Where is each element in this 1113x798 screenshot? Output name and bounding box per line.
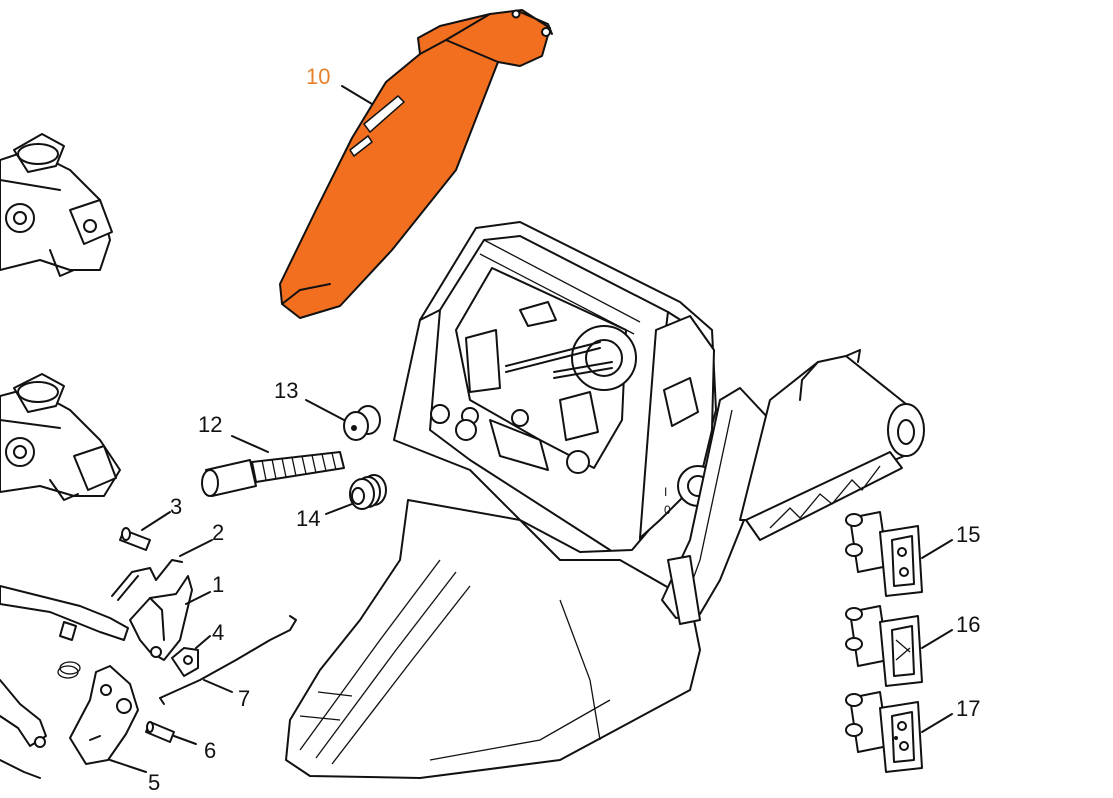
part-5-lever[interactable]	[69, 665, 139, 765]
small-spring[interactable]	[57, 661, 81, 679]
callout-3[interactable]: 3	[170, 494, 182, 519]
part-10-handle-cover[interactable]	[279, 9, 553, 319]
callout-15[interactable]: 15	[956, 522, 980, 547]
callout-13[interactable]: 13	[274, 378, 298, 403]
part-7-throttle-rod[interactable]	[159, 615, 297, 705]
part-15-switch-shaft[interactable]	[845, 511, 923, 597]
part-16-switch-shaft[interactable]	[845, 605, 923, 687]
callout-12[interactable]: 12	[198, 412, 222, 437]
part-1-trigger[interactable]	[129, 575, 193, 661]
carburetor-lower[interactable]	[0, 373, 121, 501]
leader-lines	[109, 85, 953, 773]
callout-10[interactable]: 10	[306, 64, 330, 89]
throttle-linkage-arm[interactable]	[0, 585, 129, 641]
crankcase-housing[interactable]: I 0	[285, 221, 925, 779]
part-13-grommet[interactable]	[343, 405, 381, 441]
callout-labels: 10 13 12 3 2 1 4 7 6 5 14 15 16 17	[148, 64, 980, 795]
callout-7[interactable]: 7	[238, 686, 250, 711]
part-3-pin[interactable]	[119, 527, 151, 551]
part-12-threaded-rod[interactable]	[201, 451, 345, 497]
callout-1[interactable]: 1	[212, 572, 224, 597]
part-17-switch-shaft[interactable]	[845, 691, 923, 773]
part-6-roll-pin[interactable]	[145, 721, 175, 743]
callout-6[interactable]: 6	[204, 738, 216, 763]
carburetor-upper[interactable]	[0, 133, 113, 277]
callout-17[interactable]: 17	[956, 696, 980, 721]
callout-4[interactable]: 4	[212, 620, 224, 645]
part-2-spring[interactable]	[111, 559, 183, 601]
switch-off-mark: 0	[664, 503, 671, 517]
part-4-interlock[interactable]	[171, 647, 199, 677]
switch-on-mark: I	[664, 485, 667, 499]
callout-16[interactable]: 16	[956, 612, 980, 637]
callout-14[interactable]: 14	[296, 506, 320, 531]
part-14-sleeve[interactable]	[349, 474, 387, 510]
partial-part-left[interactable]	[0, 679, 47, 779]
callout-5[interactable]: 5	[148, 770, 160, 795]
callout-2[interactable]: 2	[212, 520, 224, 545]
